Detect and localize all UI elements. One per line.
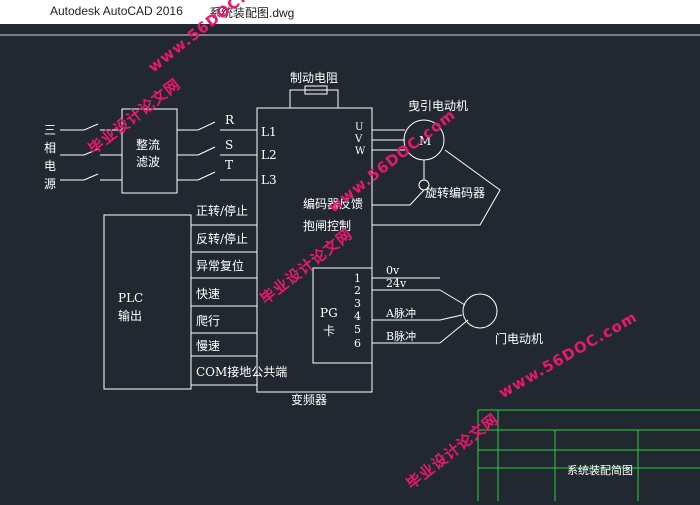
door-motor-label: 门电动机 xyxy=(495,331,543,346)
pg-signal-a-pulse: A脉冲 xyxy=(385,306,416,320)
door-motor-symbol xyxy=(462,293,498,329)
drawing-canvas[interactable]: 三 相 电 源 整流 滤波 R S T L1 L2 L3 U V W 制动电阻 … xyxy=(0,24,700,505)
plc-signal-forward: 正转/停止 xyxy=(196,203,248,218)
rectifier-label-2: 滤波 xyxy=(136,155,160,169)
pg-card-label-1: PG xyxy=(320,306,338,320)
motor-symbol-m: M xyxy=(419,134,431,148)
traction-motor-label: 曳引电动机 xyxy=(408,99,468,113)
plc-signal-fast: 快速 xyxy=(196,287,220,301)
plc-signal-reverse: 反转/停止 xyxy=(196,231,248,246)
file-name: 系统装配图.dwg xyxy=(209,6,295,20)
input-l1: L1 xyxy=(261,125,277,139)
pg-terminal-5: 5 xyxy=(354,323,361,336)
pg-signal-b-pulse: B脉冲 xyxy=(386,329,416,343)
pg-terminal-6: 6 xyxy=(354,337,361,350)
encoder-label: 旋转编码器 xyxy=(425,185,485,200)
input-l2: L2 xyxy=(261,148,277,162)
power-char-2: 相 xyxy=(44,141,56,155)
rectifier-box xyxy=(121,108,178,194)
plc-box xyxy=(103,214,192,390)
app-title: Autodesk AutoCAD 2016 xyxy=(50,4,183,18)
rectifier-label-1: 整流 xyxy=(136,137,160,152)
pg-signal-0v: 0v xyxy=(386,264,400,277)
inverter-box xyxy=(256,107,373,393)
pg-terminal-2: 2 xyxy=(354,284,361,297)
input-l3: L3 xyxy=(261,173,277,187)
pg-terminal-3: 3 xyxy=(354,297,361,310)
phase-s: S xyxy=(225,138,233,152)
plc-signal-reset: 异常复位 xyxy=(196,258,244,273)
plc-label-2: 输出 xyxy=(118,308,142,323)
inverter-label: 变频器 xyxy=(291,392,327,407)
pg-terminal-1: 1 xyxy=(354,272,361,285)
power-char-4: 源 xyxy=(44,177,56,191)
plc-signal-com: COM接地公共端 xyxy=(196,364,287,379)
pg-terminal-4: 4 xyxy=(354,310,361,323)
brake-control-label: 抱闸控制 xyxy=(303,218,351,233)
title-bar: Autodesk AutoCAD 2016 系统装配图.dwg xyxy=(0,0,700,24)
title-block-drawing-title: 系统装配简图 xyxy=(567,463,633,477)
output-w: W xyxy=(355,146,366,157)
output-v: V xyxy=(354,134,363,145)
pg-card-label-2: 卡 xyxy=(323,324,335,338)
drawing-svg: 三 相 电 源 整流 滤波 R S T L1 L2 L3 U V W 制动电阻 … xyxy=(0,34,700,505)
phase-t: T xyxy=(225,158,233,172)
plc-label-1: PLC xyxy=(118,291,143,305)
plc-signal-crawl: 爬行 xyxy=(196,314,220,328)
power-char-3: 电 xyxy=(44,159,56,173)
plc-signal-slow: 慢速 xyxy=(196,339,220,353)
encoder-feedback-label: 编码器反馈 xyxy=(303,196,363,211)
power-char-1: 三 xyxy=(44,123,56,137)
pg-signal-24v: 24v xyxy=(386,277,407,290)
output-u: U xyxy=(355,122,363,133)
pg-card-box xyxy=(312,267,373,364)
phase-r: R xyxy=(225,113,235,127)
brake-resistor-label: 制动电阻 xyxy=(290,71,338,85)
